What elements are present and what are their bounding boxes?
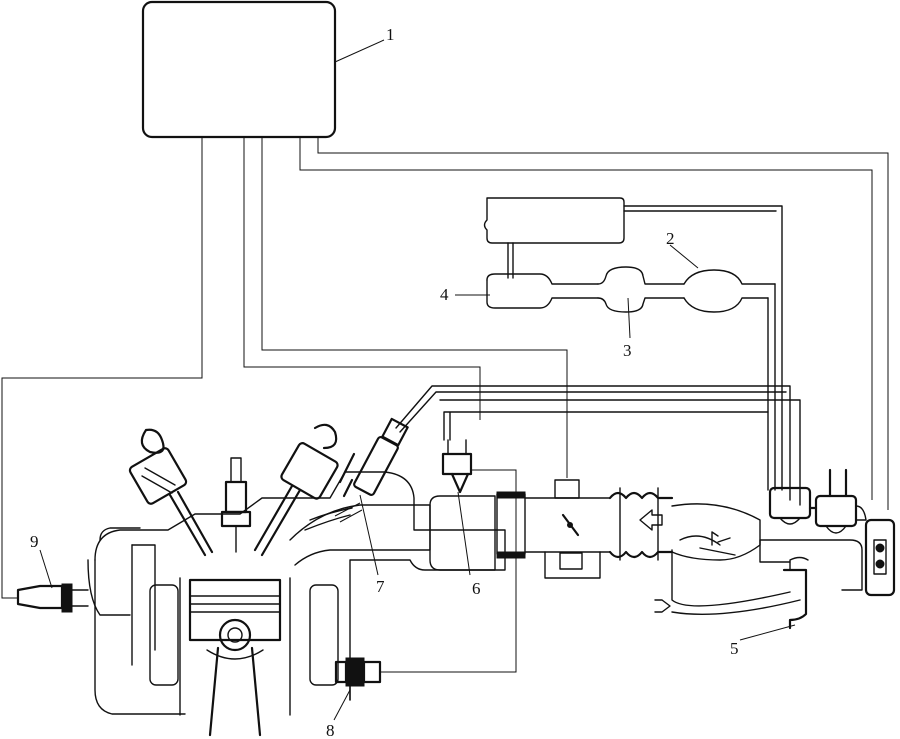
throttle-body — [496, 479, 611, 579]
exhaust-valve-assembly — [253, 423, 339, 557]
fuel-rail — [395, 385, 801, 506]
intake-runner — [289, 502, 431, 566]
callout-labels: 1 2 3 4 5 6 7 8 9 — [30, 25, 739, 739]
leader-lines — [39, 39, 796, 721]
label-8: 8 — [326, 721, 335, 739]
wiring-harness — [1, 137, 889, 673]
label-5: 5 — [730, 639, 739, 658]
label-2: 2 — [666, 229, 675, 248]
fuel-supply-line — [486, 205, 783, 491]
throttle-position-sensor — [441, 439, 473, 494]
piston — [188, 578, 282, 737]
intake-valve-assembly — [128, 428, 214, 557]
exhaust-manifold — [87, 527, 141, 616]
label-6: 6 — [472, 579, 481, 598]
air-flow-sensor — [654, 503, 809, 630]
coolant-temperature-sensor — [334, 657, 382, 701]
oxygen-sensor — [16, 583, 89, 613]
intake-bellows — [608, 487, 674, 561]
engine-block — [94, 471, 506, 716]
label-9: 9 — [30, 532, 39, 551]
label-4: 4 — [440, 285, 449, 304]
fuel-injector — [338, 417, 409, 498]
label-7: 7 — [376, 577, 385, 596]
fuel-tank — [483, 197, 625, 279]
spark-plug — [220, 457, 252, 553]
plenum — [429, 495, 496, 571]
fuel-distributor — [759, 468, 896, 597]
control-unit — [141, 0, 337, 139]
label-3: 3 — [623, 341, 632, 360]
label-1: 1 — [386, 25, 395, 44]
